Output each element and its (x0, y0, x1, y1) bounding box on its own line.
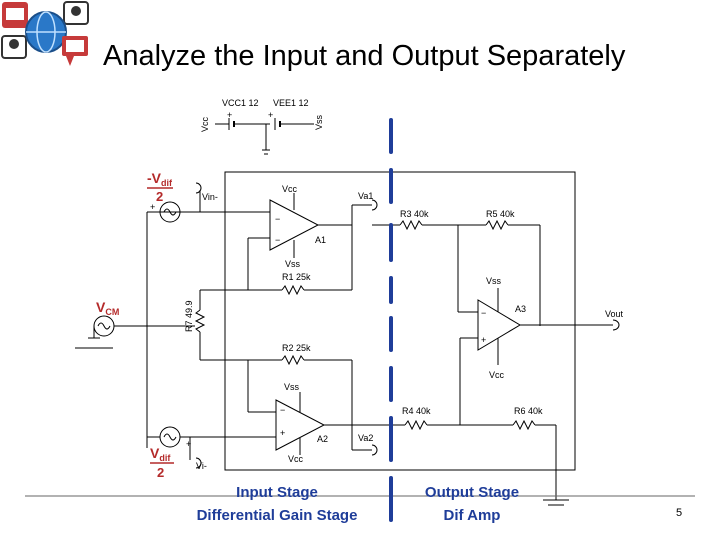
slide-title: Analyze the Input and Output Separately (103, 40, 626, 72)
svg-text:+: + (150, 202, 155, 212)
svg-text:−: − (275, 214, 280, 224)
vout-label: Vout (605, 309, 624, 319)
svg-text:−: − (481, 308, 486, 318)
svg-text:Vdif: Vdif (150, 445, 171, 463)
source-bottom-label: Vdif 2 (150, 445, 174, 480)
a2-vss-label: Vss (284, 382, 300, 392)
r1-label: R1 25k (282, 272, 311, 282)
a2-vcc-label: Vcc (288, 454, 304, 464)
vin-node-label: Vin- (202, 192, 218, 202)
svg-text:2: 2 (156, 189, 163, 204)
r2-label: R2 25k (282, 343, 311, 353)
r3-label: R3 40k (400, 209, 429, 219)
svg-text:-Vdif: -Vdif (147, 170, 173, 188)
a3-vcc-label: Vcc (489, 370, 505, 380)
a1-vcc-label: Vcc (282, 184, 298, 194)
va2-label: Va2 (358, 433, 373, 443)
vcc-node-label: Vcc (200, 116, 210, 132)
a1-vss-label: Vss (285, 259, 301, 269)
vcc-supply-label: VCC1 12 (222, 98, 259, 108)
svg-text:+: + (268, 110, 273, 120)
r5-label: R5 40k (486, 209, 515, 219)
source-top-label: -Vdif 2 (147, 170, 173, 204)
input-stage-label: Input Stage (236, 484, 318, 501)
output-stage-label: Output Stage (425, 484, 519, 501)
r6-label: R6 40k (514, 406, 543, 416)
vee-supply-label: VEE1 12 (273, 98, 309, 108)
svg-text:2: 2 (157, 465, 164, 480)
a3-label: A3 (515, 304, 526, 314)
a3-vss-label: Vss (486, 276, 502, 286)
a1-label: A1 (315, 235, 326, 245)
svg-text:−: − (280, 405, 285, 415)
svg-text:+: + (186, 439, 191, 449)
va1-label: Va1 (358, 191, 373, 201)
output-stage-sublabel: Dif Amp (444, 507, 501, 524)
r7-label: R7 49.9 (184, 300, 194, 332)
svg-text:+: + (481, 335, 486, 345)
page-number: 5 (676, 507, 683, 519)
a2-label: A2 (317, 434, 328, 444)
logo-icon (1, 1, 89, 66)
svg-text:+: + (280, 428, 285, 438)
svg-text:+: + (227, 110, 232, 120)
vss-node-label: Vss (314, 114, 324, 130)
svg-text:−: − (275, 235, 280, 245)
source-cm-label: VCM (96, 299, 119, 317)
vi-node-label: Vi- (196, 461, 207, 471)
r4-label: R4 40k (402, 406, 431, 416)
input-stage-sublabel: Differential Gain Stage (197, 507, 358, 524)
